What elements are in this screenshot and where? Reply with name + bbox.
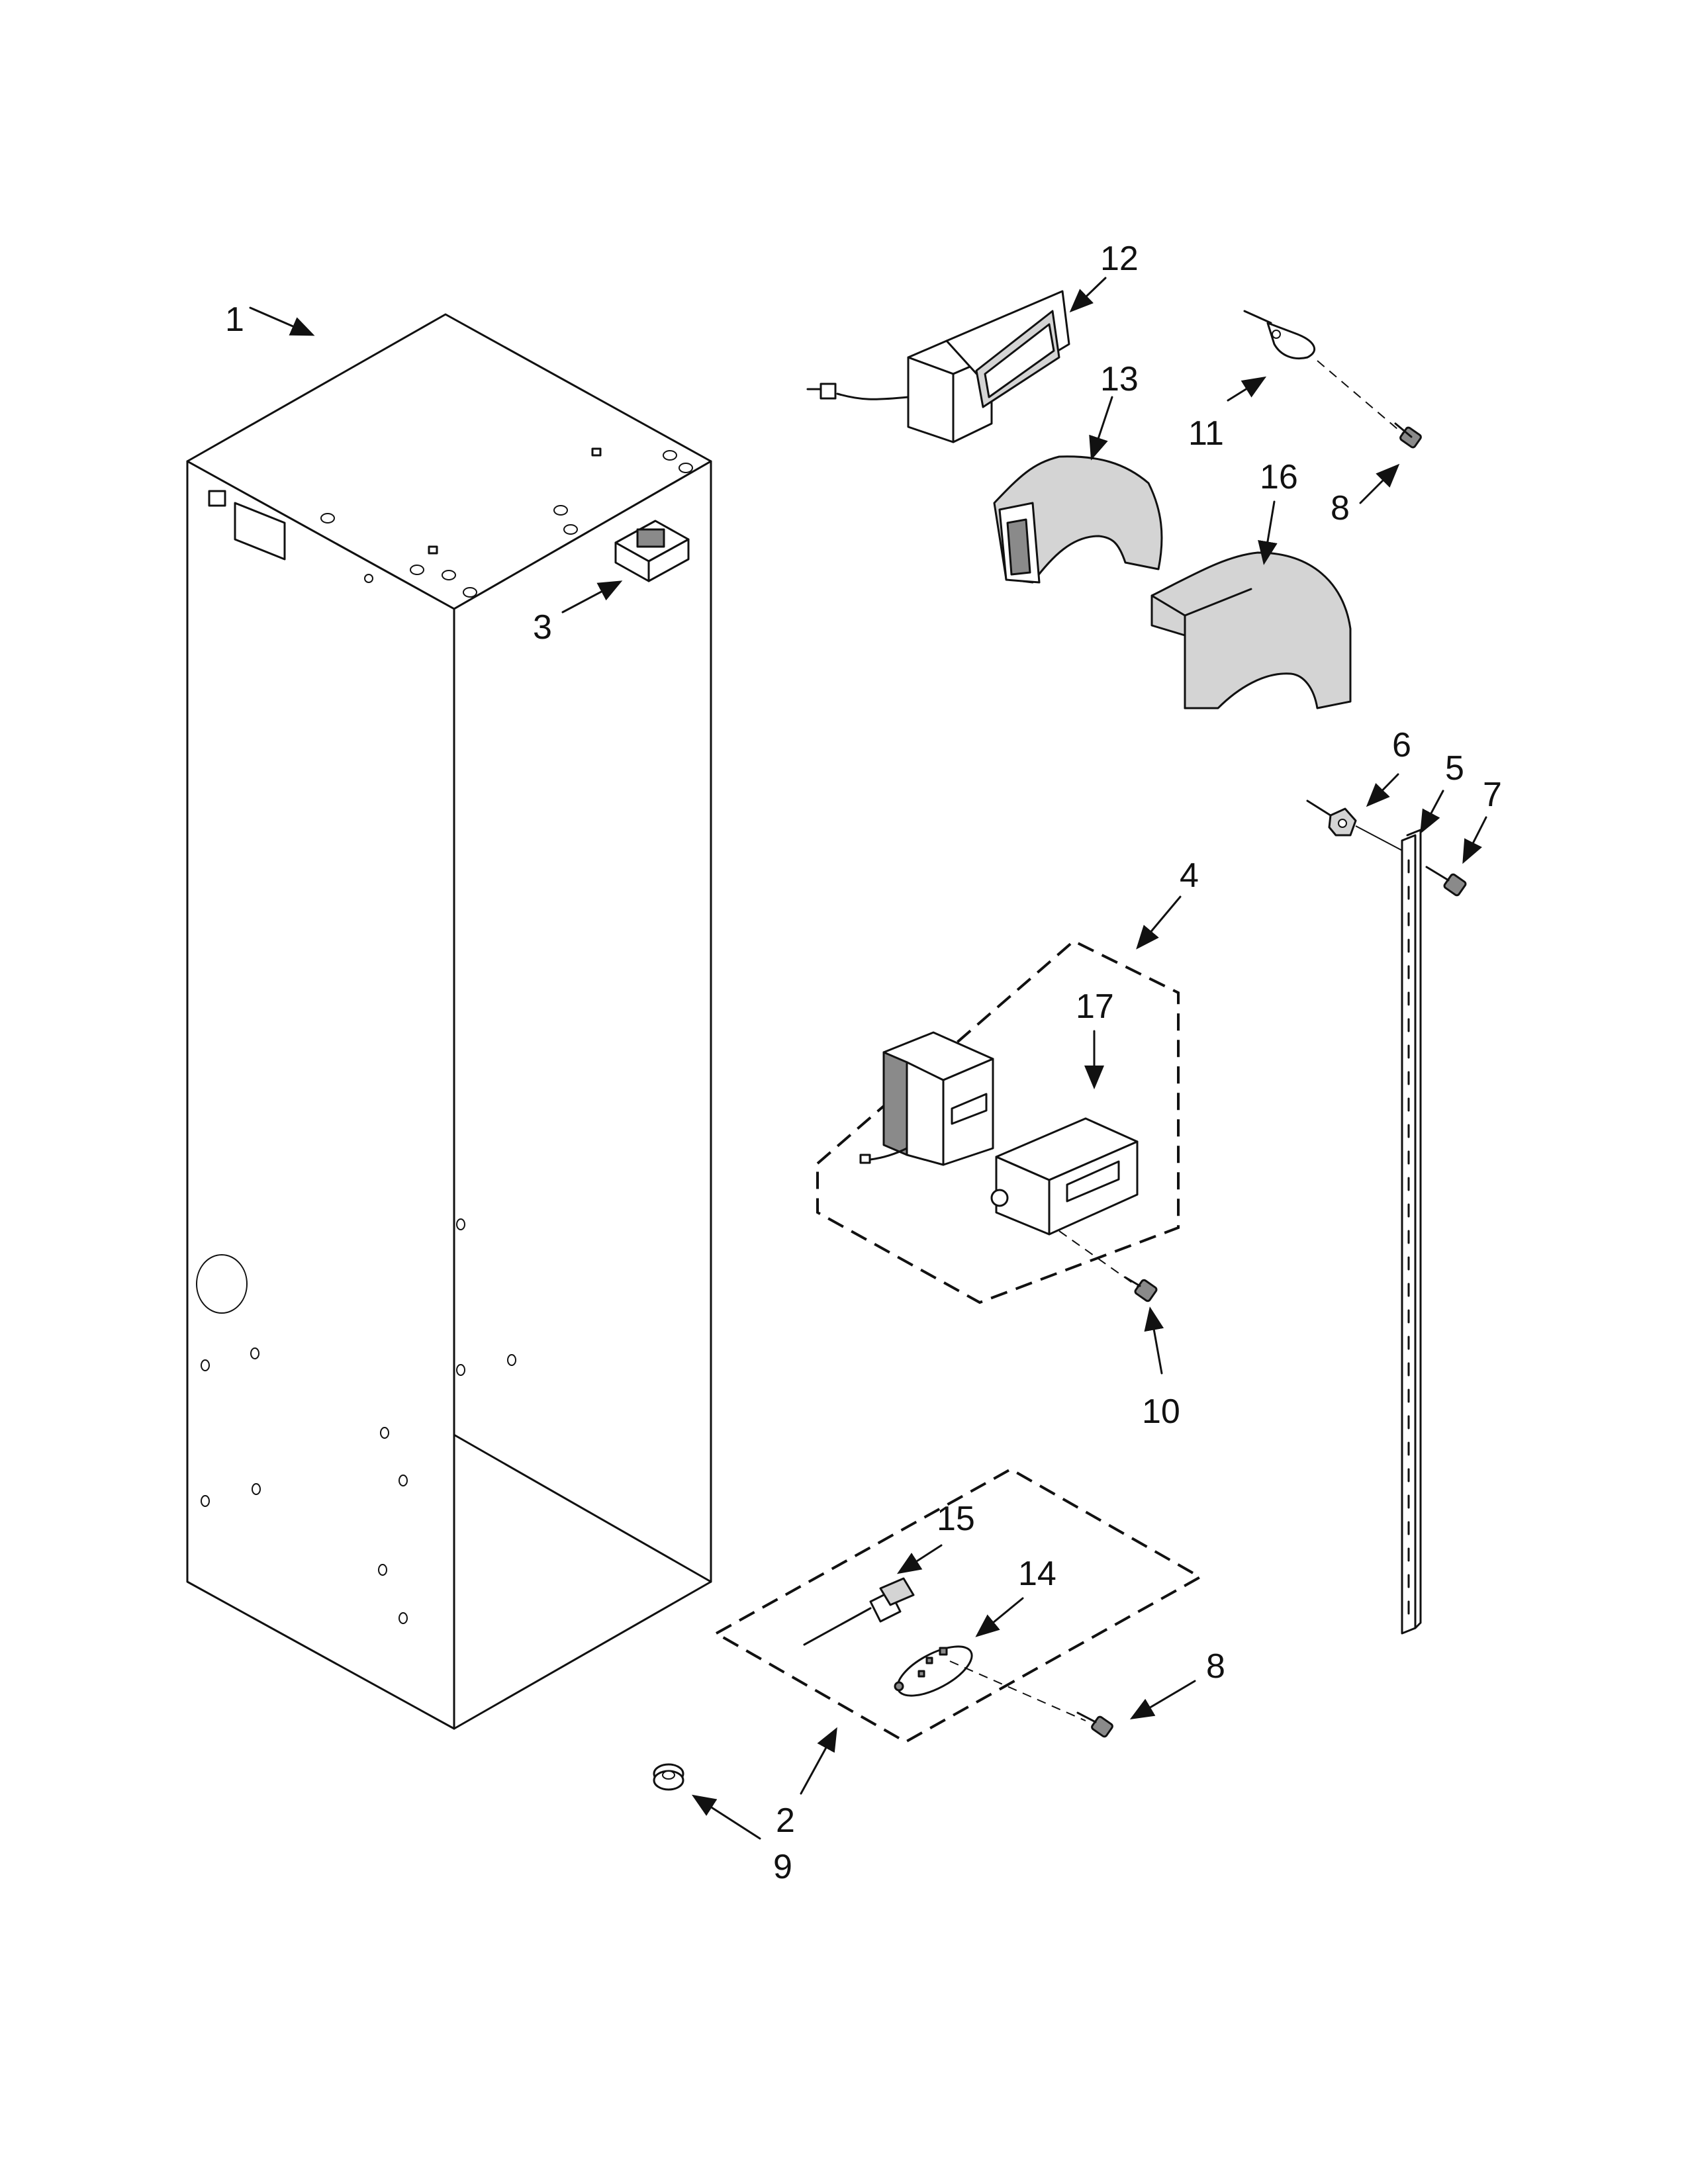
assembly-group-part-2 [713, 1467, 1203, 1744]
arrow-2 [800, 1727, 837, 1795]
callout-3: 3 [533, 608, 552, 647]
callout-12: 12 [1100, 240, 1139, 278]
callout-labels: 1 2 3 4 5 6 7 8 8 9 10 11 12 13 14 15 16… [225, 240, 1502, 1886]
arrow-8-bottom [1129, 1680, 1196, 1720]
arrow-14 [975, 1597, 1024, 1637]
cabinet-part-1 [186, 313, 712, 1730]
callout-13: 13 [1100, 360, 1139, 398]
callout-11: 11 [1188, 414, 1224, 453]
arrow-8-top [1359, 463, 1400, 504]
callout-7: 7 [1483, 776, 1502, 814]
box-part-17 [990, 1117, 1139, 1236]
callout-5: 5 [1445, 749, 1464, 788]
keypad-part-14 [894, 1645, 973, 1697]
arrow-3 [561, 580, 623, 614]
grommet-part-9 [653, 1763, 684, 1791]
arrow-11 [1227, 376, 1267, 402]
screw-part-10 [1124, 1276, 1158, 1302]
callout-4: 4 [1180, 856, 1199, 895]
callout-2: 2 [776, 1801, 795, 1840]
arrow-1 [249, 306, 315, 336]
callout-14: 14 [1018, 1555, 1056, 1593]
arrow-13 [1089, 396, 1113, 461]
control-housing-part-12 [806, 290, 1070, 443]
screw-part-8-top [1394, 422, 1422, 449]
screw-part-8-bottom [1076, 1711, 1113, 1738]
arrow-6 [1366, 773, 1399, 807]
arrow-7 [1462, 816, 1487, 864]
rail-part-5 [1401, 829, 1422, 1635]
arrow-16 [1258, 500, 1278, 565]
callout-17: 17 [1076, 987, 1114, 1026]
callout-16: 16 [1260, 458, 1298, 496]
arrow-5 [1420, 790, 1444, 835]
arrow-9 [691, 1794, 761, 1840]
arrow-10 [1144, 1306, 1164, 1375]
callout-arrows [249, 277, 1487, 1840]
assembly-group-part-4 [816, 939, 1180, 1304]
duct-cover-part-13 [993, 455, 1163, 584]
callout-8-top: 8 [1331, 489, 1350, 527]
callout-1: 1 [225, 300, 244, 339]
callout-8-bottom: 8 [1206, 1647, 1225, 1686]
sensor-part-15 [803, 1577, 915, 1646]
nut-part-6 [1306, 799, 1403, 851]
arrow-15 [896, 1544, 943, 1574]
callout-15: 15 [937, 1500, 975, 1538]
callout-6: 6 [1392, 726, 1411, 764]
air-duct-part-16 [1150, 551, 1352, 709]
screw-part-7 [1425, 866, 1467, 897]
callout-9: 9 [773, 1848, 792, 1886]
arrow-4 [1136, 895, 1182, 950]
arrow-12 [1069, 277, 1107, 313]
callout-10: 10 [1142, 1392, 1180, 1431]
clip-part-11 [1243, 310, 1407, 437]
